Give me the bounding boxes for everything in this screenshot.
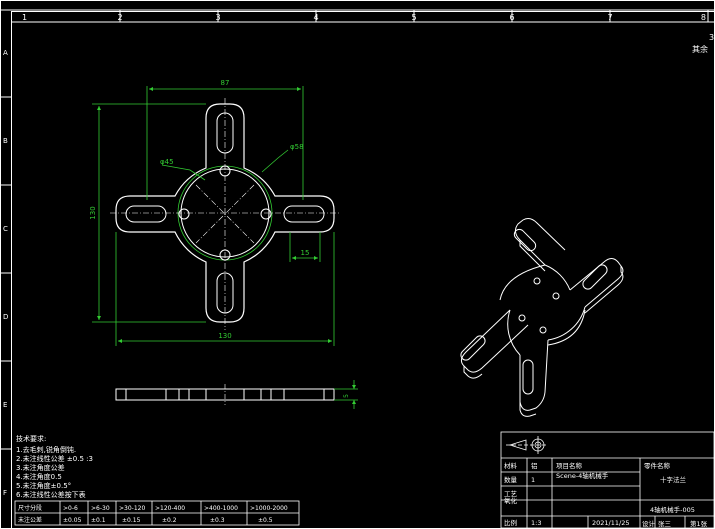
zone-row-labels: A B C D E F: [3, 49, 8, 497]
tol-value: ±0.2: [162, 517, 177, 524]
sign-label: 设计: [642, 519, 656, 528]
tol-range: >400-1000: [204, 505, 238, 512]
note-line-1: 1.去毛刺,锐角倒钝.: [16, 445, 76, 454]
dim-bottom-width: 130: [218, 332, 231, 340]
notes-heading: 技术要求:: [16, 434, 46, 443]
note-line-5: 5.未注角度±0.5°: [16, 481, 71, 490]
zone-column-labels: 1 2 3 4 5 6 7 8: [22, 13, 706, 22]
tol-value: ±0.1: [91, 517, 106, 524]
slot-right: [283, 205, 325, 223]
project-value: Scene-4轴机械手: [556, 471, 609, 480]
dim-outer-diameter: φ58: [290, 143, 304, 151]
zone-row-e: E: [3, 401, 7, 409]
tol-range: >0-6: [63, 505, 78, 512]
project-label: 项目名称: [556, 461, 583, 470]
zone-col-4: 4: [313, 13, 318, 22]
dimension-texts: 87 130 130 φ45 φ58 15: [89, 79, 309, 340]
technical-notes: 技术要求: 1.去毛刺,锐角倒钝. 2.未注线性公差 ±0.5 :3 3.未注角…: [16, 434, 93, 499]
tolerance-table: [14, 500, 300, 526]
material-label: 材料: [504, 461, 518, 470]
zone-col-1: 1: [22, 13, 27, 22]
part-value: 十字法兰: [660, 475, 687, 484]
part-label: 零件名称: [644, 461, 671, 470]
tol-range: >120-400: [155, 505, 185, 512]
zone-row-a: A: [3, 49, 8, 57]
tol-row-label-value: 未注公差: [18, 516, 42, 524]
tol-value: ±0.05: [63, 517, 82, 524]
hole-right: [260, 208, 272, 220]
zone-row-f: F: [3, 489, 7, 497]
process-value: 氧化: [504, 496, 518, 505]
scale-value: 1:3: [531, 519, 541, 527]
hole-left: [178, 208, 190, 220]
zone-col-2: 2: [117, 13, 122, 22]
dim-left-height: 130: [89, 206, 97, 219]
zone-col-3: 3: [215, 13, 220, 22]
dim-inner-diameter: φ45: [160, 158, 174, 166]
dimension-lines: [92, 86, 335, 346]
corner-mark: 3: [709, 33, 714, 42]
part-number: 4轴机械手-005: [650, 505, 695, 514]
dim-thickness: 5: [343, 394, 350, 398]
zone-row-c: C: [3, 225, 8, 233]
zone-row-d: D: [3, 313, 8, 321]
page-label: 第1张: [690, 519, 708, 528]
process-label: 工艺: [504, 490, 518, 498]
note-line-6: 6.未注线性公差按下表: [16, 490, 86, 499]
corner-remainder: 其余: [692, 44, 708, 54]
zone-col-8: 8: [701, 13, 706, 22]
note-line-2: 2.未注线性公差 ±0.5 :3: [16, 454, 93, 463]
tol-range: >30-120: [119, 505, 145, 512]
zone-col-5: 5: [411, 13, 416, 22]
tolerance-table-text: 尺寸分段 未注公差 >0-6 >6-30 >30-120 >120-400 >4…: [18, 504, 288, 524]
material-value: 铝: [531, 461, 538, 470]
drawing-date: 2021/11/25: [592, 519, 629, 527]
zone-col-6: 6: [509, 13, 514, 22]
title-block: [500, 431, 715, 529]
dim-top-width: 87: [221, 79, 230, 87]
flange-side-view: [115, 384, 335, 405]
dim-slot-width: 15: [301, 249, 310, 257]
isometric-view: [460, 218, 624, 417]
title-block-text: 材料 铝 数量 1 工艺 氧化 项目名称 Scene-4轴机械手 零件名称 十字…: [504, 461, 708, 528]
flange-outline: [115, 103, 335, 323]
qty-label: 数量: [504, 475, 518, 484]
thickness-dimension: [334, 380, 358, 409]
tol-value: ±0.3: [210, 517, 225, 524]
zone-col-7: 7: [607, 13, 612, 22]
scale-label: 比例: [504, 518, 517, 527]
tol-range: >1000-2000: [250, 505, 288, 512]
tol-range: >6-30: [91, 505, 110, 512]
note-line-3: 3.未注角度公差: [16, 463, 65, 472]
tol-value: ±0.15: [122, 517, 141, 524]
slot-left: [125, 205, 167, 223]
tol-row-label-range: 尺寸分段: [18, 504, 42, 512]
flange-plan-view: [110, 98, 340, 330]
tol-value: ±0.5: [258, 517, 273, 524]
note-line-4: 4.未注角度0.5: [16, 472, 62, 481]
qty-value: 1: [531, 476, 535, 484]
zone-row-b: B: [3, 137, 8, 145]
designer-name: 张三: [658, 519, 672, 528]
